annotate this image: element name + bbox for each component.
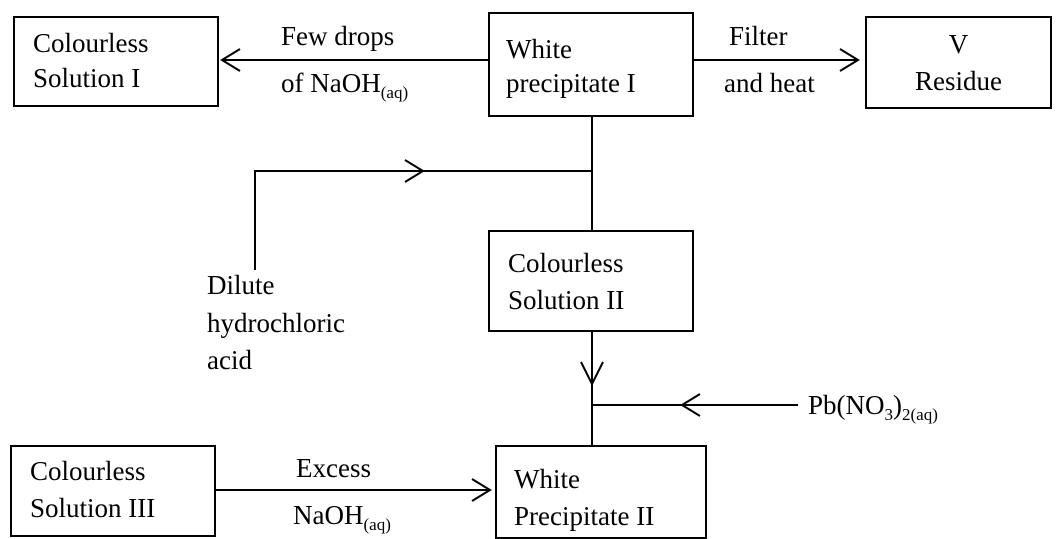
lead-nitrate-text: Pb(NO (808, 390, 885, 420)
lead-nitrate-state-subscript: 2(aq) (902, 405, 938, 424)
colourless-solution-1-line2: Solution I (33, 63, 141, 93)
label-dilute: Dilute (207, 270, 275, 300)
arrowhead-lead-nitrate (680, 393, 701, 417)
colourless-solution-3-line1: Colourless (30, 456, 146, 486)
lead-nitrate-sub-3: 3 (884, 405, 894, 424)
label-and-heat: and heat (724, 68, 815, 98)
colourless-solution-3-line2: Solution III (30, 493, 156, 523)
lead-nitrate-close: ) (893, 390, 903, 420)
label-lead-nitrate: Pb(NO3)2(aq) (808, 386, 938, 424)
label-filter: Filter (729, 21, 788, 51)
v-residue-line1: V (948, 29, 969, 59)
colourless-solution-2-line2: Solution II (508, 285, 625, 315)
arrowhead-to-precipitate-2 (471, 478, 492, 502)
white-precipitate-1-line1: White (506, 34, 572, 64)
arrowhead-dilute-hcl (404, 159, 425, 183)
label-acid: acid (207, 345, 252, 375)
box-white-precipitate-2 (495, 445, 707, 539)
line-dilute-hcl-feed (254, 170, 592, 270)
white-precipitate-2-line2: Precipitate II (514, 501, 655, 531)
label-naoh: NaOH(aq) (293, 496, 391, 534)
naoh-state-subscript-2: (aq) (363, 515, 391, 534)
box-white-precipitate-1 (488, 12, 694, 117)
colourless-solution-1-line1: Colourless (33, 28, 149, 58)
v-residue-line2: Residue (915, 66, 1002, 96)
box-colourless-solution-3 (10, 445, 216, 537)
label-excess: Excess (296, 453, 371, 483)
naoh-state-subscript: (aq) (380, 83, 409, 102)
label-hydrochloric: hydrochloric (207, 308, 345, 338)
colourless-solution-2-line1: Colourless (508, 248, 624, 278)
of-naoh-text: of NaOH (281, 68, 381, 98)
white-precipitate-2-line1: White (514, 464, 580, 494)
box-colourless-solution-1 (13, 16, 219, 107)
label-of-naoh: of NaOH(aq) (281, 64, 408, 102)
naoh-text: NaOH (293, 500, 364, 530)
box-v-residue (865, 16, 1052, 109)
arrowhead-down-solution2 (580, 361, 604, 387)
label-few-drops: Few drops (281, 21, 395, 51)
arrowhead-to-residue (839, 48, 860, 72)
white-precipitate-1-line2: precipitate I (506, 68, 636, 98)
arrowhead-to-solution-1 (220, 48, 241, 72)
box-colourless-solution-2 (488, 230, 694, 332)
